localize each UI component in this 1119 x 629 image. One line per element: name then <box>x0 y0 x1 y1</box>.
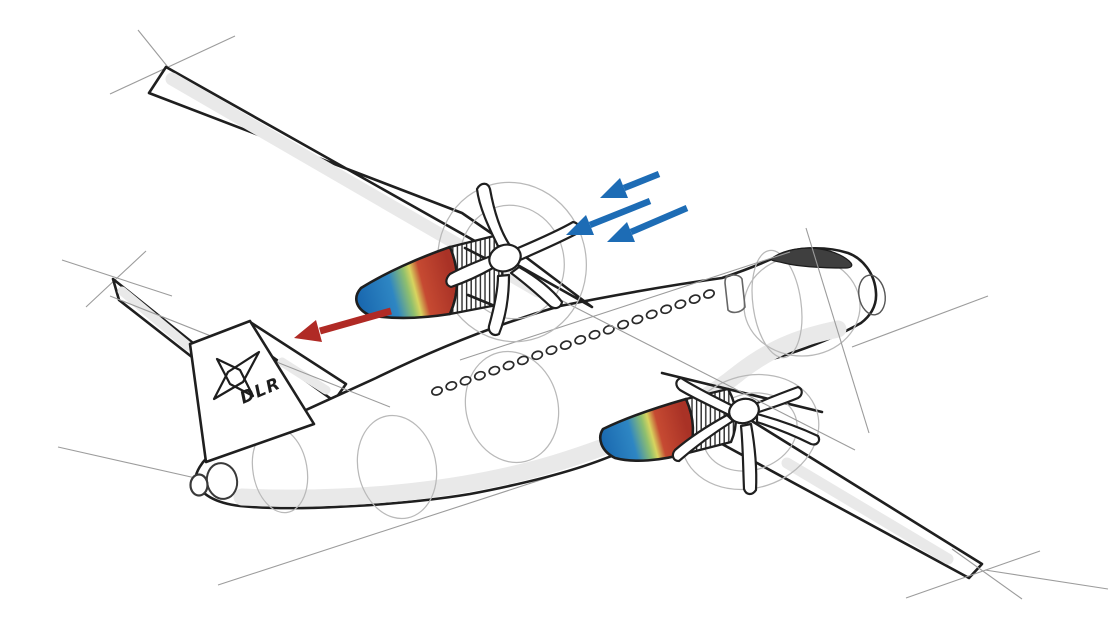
construction-line <box>951 548 1023 600</box>
cabin-window <box>516 355 529 366</box>
propeller-blade <box>739 422 758 496</box>
horizontal-stabilizer-near <box>111 277 199 363</box>
propeller-blade <box>516 220 580 262</box>
vertical-stabilizer: DLR <box>188 319 316 464</box>
propeller-blade <box>487 273 511 336</box>
cabin-window <box>602 324 615 335</box>
cabin-window <box>588 329 601 340</box>
cabin-window <box>531 350 544 361</box>
construction-line <box>57 446 201 480</box>
construction-line <box>984 569 1109 590</box>
cabin-window <box>645 309 658 320</box>
cabin-window <box>703 289 715 299</box>
inflow-arrow-1 <box>600 170 661 198</box>
cabin-window <box>459 375 472 386</box>
cabin-window <box>473 370 486 381</box>
stabilizer-shading <box>117 286 193 351</box>
propeller-blade <box>671 413 735 463</box>
cabin-window <box>688 294 701 304</box>
construction-line <box>905 550 1041 599</box>
nacelle-heatmap-upper <box>355 245 459 320</box>
inflow-arrow-2 <box>566 197 652 235</box>
lower-engine <box>599 373 821 496</box>
fin-surface <box>188 319 316 464</box>
section-circle <box>464 350 560 464</box>
propeller-blade <box>445 254 495 289</box>
cabin-window <box>445 381 458 391</box>
section-circle-cockpit <box>751 249 803 359</box>
dlr-star-icon <box>212 350 261 401</box>
cabin-window <box>545 345 558 356</box>
inflow-arrow-3 <box>607 205 689 242</box>
construction-line <box>85 250 147 308</box>
arrow-head <box>600 178 628 198</box>
dlr-logo: DLR <box>212 350 284 409</box>
cabin-window <box>631 314 644 325</box>
propeller-blade <box>675 376 735 418</box>
far-wing-shading <box>781 457 954 565</box>
cabin-window <box>431 386 443 396</box>
propeller-hub <box>728 397 760 425</box>
cabin-window <box>617 319 630 330</box>
dlr-star-icon <box>215 357 255 398</box>
propeller-blade <box>475 182 513 249</box>
construction-line <box>851 295 989 348</box>
cabin-window <box>660 304 673 315</box>
lower-propeller <box>671 376 821 496</box>
cabin-window <box>502 360 515 371</box>
cabin-window <box>674 299 687 310</box>
section-circle <box>356 414 438 520</box>
arrow-head <box>566 215 594 235</box>
cabin-window <box>488 365 501 376</box>
construction-line <box>109 35 236 95</box>
tailcone-endcap <box>189 473 209 497</box>
arrow-shaft <box>319 307 392 335</box>
construction-line <box>805 227 870 434</box>
propeller-blade <box>753 385 803 415</box>
propeller-blade <box>755 412 821 446</box>
passenger-windows <box>431 289 715 396</box>
construction-line <box>544 291 856 451</box>
arrow-head <box>294 320 322 342</box>
cabin-window <box>559 340 572 350</box>
cockpit-windows <box>770 247 853 269</box>
arrow-head <box>607 222 635 242</box>
cabin-window <box>574 335 587 345</box>
propeller-blade <box>509 265 564 310</box>
inflow-arrows <box>566 170 689 242</box>
thrust-arrow <box>294 307 392 342</box>
arrow-shaft <box>588 197 652 229</box>
propeller-hub <box>488 243 522 273</box>
cabin-door <box>724 274 746 314</box>
arrow-shaft <box>629 205 689 235</box>
radome-outline <box>858 274 886 316</box>
arrow-shaft <box>622 170 661 192</box>
